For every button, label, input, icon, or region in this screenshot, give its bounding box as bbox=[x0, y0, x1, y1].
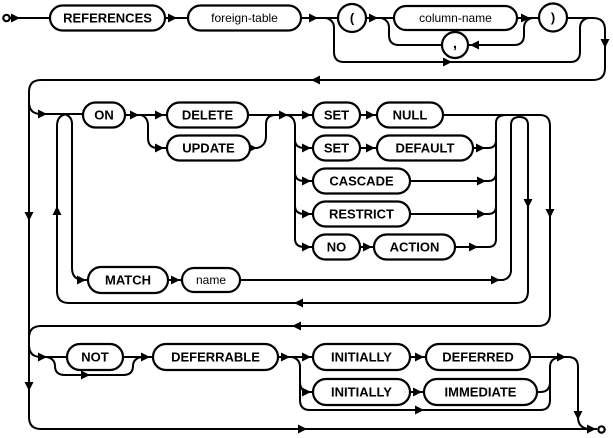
node-open-paren: ( bbox=[336, 2, 368, 34]
node-no-label: NO bbox=[327, 240, 347, 255]
node-default: DEFAULT bbox=[375, 134, 475, 162]
node-action: ACTION bbox=[372, 233, 457, 261]
node-on-label: ON bbox=[94, 108, 114, 123]
node-close-paren-label: ) bbox=[551, 10, 555, 25]
node-references: REFERENCES bbox=[48, 4, 167, 32]
node-close-paren: ) bbox=[537, 2, 569, 33]
node-restrict-label: RESTRICT bbox=[329, 207, 394, 222]
node-open-paren-label: ( bbox=[350, 11, 355, 26]
node-initially-immediate-initially: INITIALLY bbox=[311, 377, 412, 407]
node-update-label: UPDATE bbox=[182, 141, 235, 156]
end-terminal-icon bbox=[597, 425, 606, 434]
node-references-label: REFERENCES bbox=[63, 11, 152, 26]
node-set-null-set: SET bbox=[311, 101, 362, 129]
node-null: NULL bbox=[375, 101, 445, 129]
node-match-label: MATCH bbox=[105, 273, 151, 288]
node-foreign-table: foreign-table bbox=[186, 4, 303, 32]
node-initially2-label: INITIALLY bbox=[331, 385, 392, 400]
node-not: NOT bbox=[65, 342, 125, 372]
node-delete-label: DELETE bbox=[182, 108, 234, 123]
node-set2-label: SET bbox=[324, 141, 349, 156]
node-not-label: NOT bbox=[81, 350, 109, 365]
node-delete: DELETE bbox=[165, 101, 250, 129]
node-cascade-label: CASCADE bbox=[329, 174, 394, 189]
node-match: MATCH bbox=[86, 265, 170, 295]
node-set-default-set: SET bbox=[311, 134, 362, 162]
node-update: UPDATE bbox=[165, 134, 252, 162]
node-set1-label: SET bbox=[324, 108, 349, 123]
node-on: ON bbox=[81, 101, 127, 129]
node-comma: , bbox=[440, 30, 470, 60]
node-foreign-table-label: foreign-table bbox=[211, 11, 278, 25]
flow-arrows bbox=[11, 13, 610, 434]
node-immediate: IMMEDIATE bbox=[422, 377, 539, 407]
start-terminal-icon bbox=[2, 13, 11, 23]
node-null-label: NULL bbox=[393, 108, 428, 123]
node-deferred: DEFERRED bbox=[424, 342, 532, 372]
node-deferrable-label: DEFERRABLE bbox=[171, 350, 260, 365]
node-no: NO bbox=[311, 233, 362, 261]
node-immediate-label: IMMEDIATE bbox=[445, 385, 517, 400]
node-initially1-label: INITIALLY bbox=[331, 350, 392, 365]
node-default-label: DEFAULT bbox=[396, 141, 455, 156]
node-column-name-label: column-name bbox=[419, 11, 492, 25]
node-deferrable: DEFERRABLE bbox=[151, 342, 280, 372]
node-name-label: name bbox=[196, 273, 226, 287]
node-action-label: ACTION bbox=[390, 240, 440, 255]
node-comma-label: , bbox=[453, 35, 457, 52]
node-initially-deferred-initially: INITIALLY bbox=[311, 342, 412, 372]
node-cascade: CASCADE bbox=[311, 167, 412, 195]
node-restrict: RESTRICT bbox=[311, 200, 412, 228]
node-column-name: column-name bbox=[392, 4, 519, 32]
node-name: name bbox=[180, 266, 242, 294]
node-deferred-label: DEFERRED bbox=[442, 350, 514, 365]
